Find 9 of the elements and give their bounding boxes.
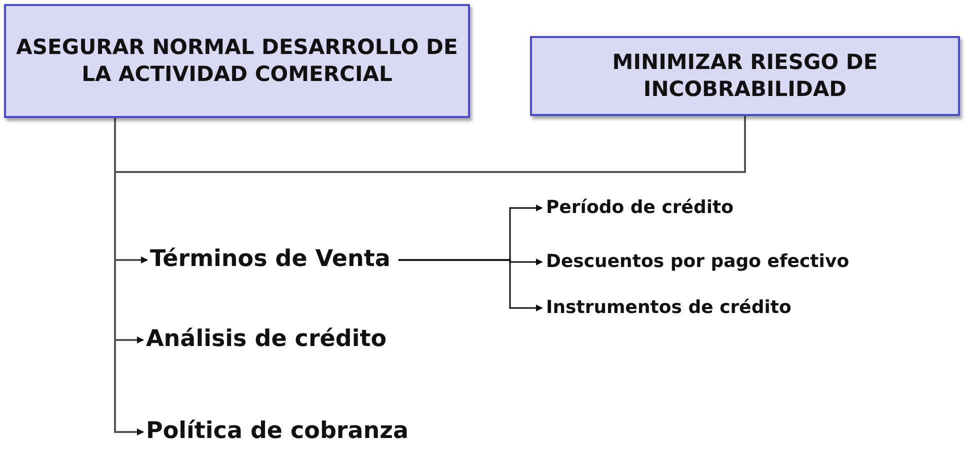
list-item-text: Análisis de crédito — [146, 326, 387, 354]
list-item-text: Términos de Venta — [150, 246, 390, 274]
objective-box: MINIMIZAR RIESGO DE INCOBRABILIDAD — [530, 36, 960, 116]
list-item-text: Política de cobranza — [146, 418, 409, 446]
objective-box: ASEGURAR NORMAL DESARROLLO DE LA ACTIVIDAD COMERCIAL — [4, 4, 470, 118]
list-item-text: Período de crédito — [546, 197, 734, 219]
list-item-text: Descuentos por pago efectivo — [546, 251, 850, 273]
connector-arrow — [398, 259, 543, 312]
list-item-text: Instrumentos de crédito — [546, 297, 792, 319]
